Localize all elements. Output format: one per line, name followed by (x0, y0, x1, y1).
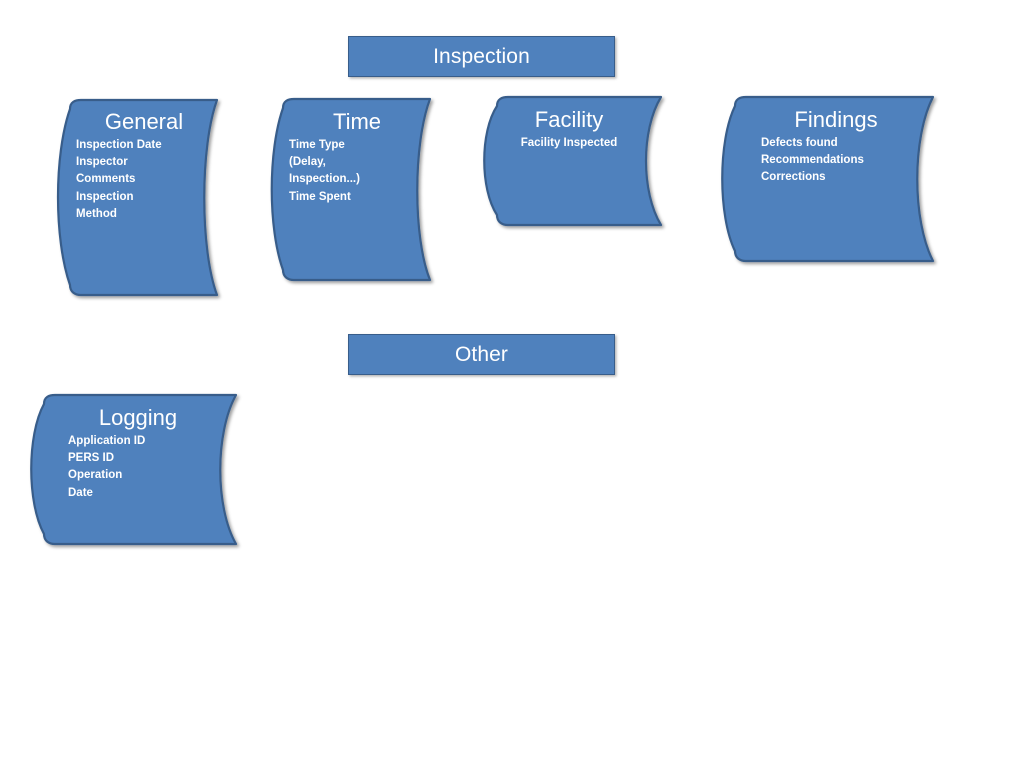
card-line: Recommendations (761, 153, 864, 166)
card-facility-shape (483, 95, 663, 227)
card-line: Method (76, 207, 117, 220)
card-general[interactable]: General Inspection Date Inspector Commen… (48, 98, 235, 297)
card-line: Corrections (761, 171, 826, 184)
section-header-inspection[interactable]: Inspection (348, 36, 615, 77)
card-time[interactable]: Time Time Type (Delay, Inspection...) Ti… (263, 97, 448, 282)
card-findings-lines: Defects found Recommendations Correction… (761, 135, 911, 187)
card-line: Date (68, 486, 93, 499)
card-time-shape (270, 97, 432, 282)
card-line: Comments (76, 173, 136, 186)
card-facility-lines: Facility Inspected (489, 135, 649, 152)
card-findings-shape (721, 95, 935, 263)
card-logging-text: Logging Application ID PERS ID Operation… (68, 405, 208, 502)
card-general-shape (56, 98, 219, 297)
card-line: Inspection Date (76, 138, 162, 151)
card-findings-text: Findings Defects found Recommendations C… (761, 107, 911, 187)
card-line: Time Type (289, 138, 345, 151)
card-time-lines: Time Type (Delay, Inspection...) Time Sp… (289, 137, 425, 206)
card-logging-lines: Application ID PERS ID Operation Date (68, 433, 208, 502)
card-line: Inspection (76, 190, 134, 203)
section-header-other[interactable]: Other (348, 334, 615, 375)
card-facility[interactable]: Facility Facility Inspected (475, 95, 678, 227)
card-logging-title: Logging (98, 405, 178, 430)
card-findings-title: Findings (794, 107, 878, 132)
section-header-other-label: Other (454, 343, 509, 366)
card-line: (Delay, (289, 155, 326, 168)
card-findings[interactable]: Findings Defects found Recommendations C… (713, 95, 950, 263)
card-line: Inspector (76, 155, 128, 168)
card-line: Facility Inspected (520, 136, 618, 149)
card-line: Inspection...) (289, 173, 360, 186)
card-facility-title: Facility (534, 107, 604, 132)
card-time-text: Time Time Type (Delay, Inspection...) Ti… (289, 109, 425, 206)
section-header-inspection-label: Inspection (433, 45, 530, 68)
card-general-title: General (104, 109, 184, 134)
card-logging-shape (30, 393, 238, 546)
card-general-text: General Inspection Date Inspector Commen… (76, 109, 212, 223)
card-general-lines: Inspection Date Inspector Comments Inspe… (76, 137, 212, 223)
card-line: Time Spent (289, 190, 351, 203)
card-line: Operation (68, 469, 123, 482)
card-logging[interactable]: Logging Application ID PERS ID Operation… (22, 393, 252, 546)
card-line: Application ID (68, 434, 146, 447)
card-line: PERS ID (68, 451, 115, 464)
card-time-title: Time (332, 109, 382, 134)
card-facility-text: Facility Facility Inspected (489, 107, 649, 152)
card-line: Defects found (761, 136, 838, 149)
